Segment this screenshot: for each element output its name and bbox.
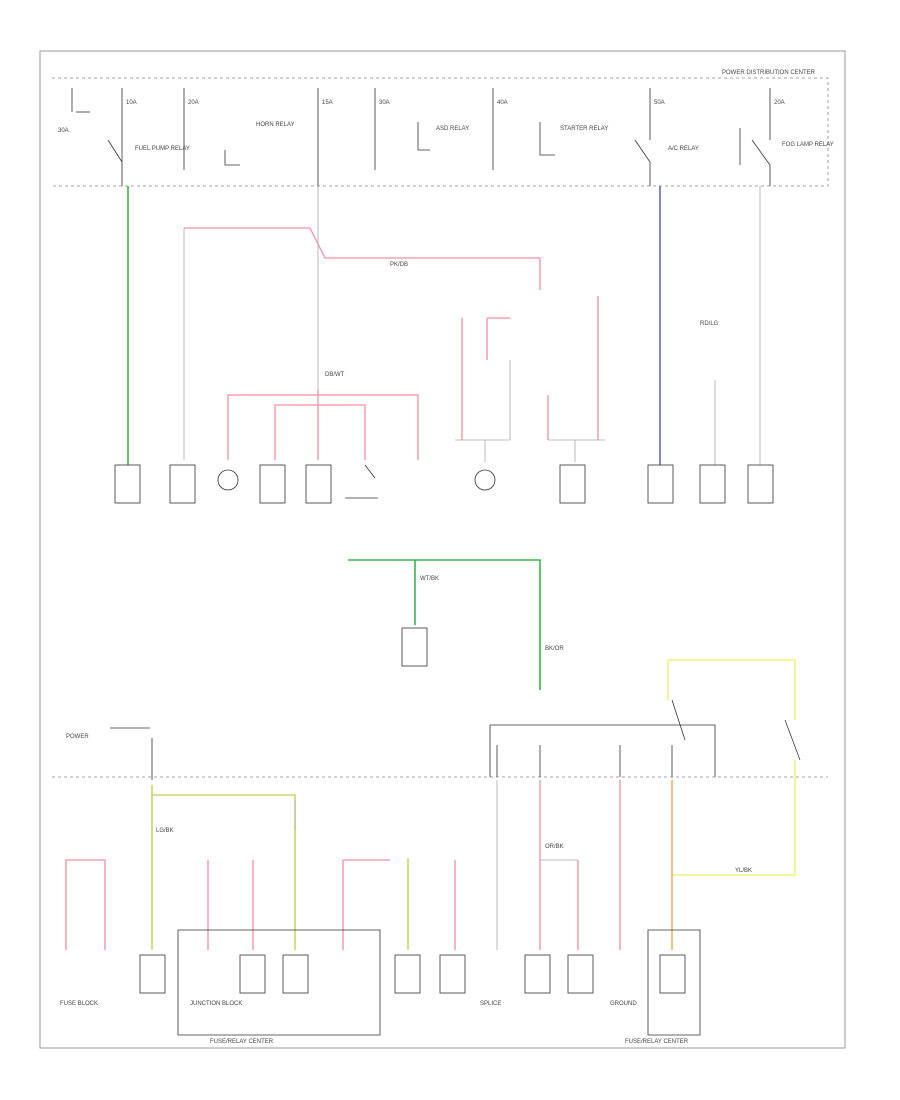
- corner-note-left: POWER: [66, 734, 89, 740]
- wire-yellow-right: [667, 659, 796, 876]
- wire-label-1: PK/DB: [390, 262, 408, 268]
- wire-label-6: YL/BK: [735, 868, 752, 874]
- upper-components: [114, 464, 774, 504]
- wire-pink-top: [184, 227, 541, 290]
- wire-pink-lower: [65, 780, 621, 950]
- top-fuses: [71, 88, 771, 186]
- footer-label-left: FUSE/RELAY CENTER: [210, 1039, 274, 1045]
- wire-label-8: OR/BK: [545, 844, 564, 850]
- footer-label-right: FUSE/RELAY CENTER: [625, 1039, 689, 1045]
- fuse-label-7: 20A: [774, 100, 785, 106]
- wire-label-5: BK/OR: [545, 646, 564, 652]
- wire-green-mid: [348, 559, 541, 690]
- bottom-label-1: FUSE BLOCK: [60, 1001, 98, 1007]
- relay-starter: STARTER RELAY: [560, 126, 608, 132]
- diagram-frame: [39, 50, 846, 1049]
- fuse-label-8: 30A: [58, 128, 69, 134]
- relay-fog: FOG LAMP RELAY: [782, 142, 834, 148]
- fuse-label-6: 50A: [654, 100, 665, 106]
- wire-label-2: DB/WT: [325, 372, 345, 378]
- bottom-label-2: JUNCTION BLOCK: [190, 1001, 242, 1007]
- fuse-label-5: 40A: [497, 100, 508, 106]
- fuse-label-1: 10A: [126, 100, 137, 106]
- fuse-label-2: 20A: [188, 100, 199, 106]
- wire-label-7: LG/BK: [156, 828, 174, 834]
- switch-right: [784, 719, 801, 761]
- bottom-group-right: [647, 929, 701, 1036]
- bottom-label-3: SPLICE: [480, 1001, 501, 1007]
- wire-gray-lower: [294, 780, 578, 950]
- fuse-label-3: 15A: [322, 100, 333, 106]
- mid-component: [401, 627, 428, 667]
- relay-ac: A/C RELAY: [668, 146, 699, 152]
- wire-label-3: RD/LG: [700, 321, 719, 327]
- relay-horn: HORN RELAY: [256, 122, 295, 128]
- wire-pink-branch: [227, 390, 419, 460]
- lower-components: [139, 954, 686, 994]
- relay-fuel-pump: FUEL PUMP RELAY: [135, 146, 190, 152]
- bottom-group-left: [177, 929, 381, 1036]
- wire-pink-mid: [461, 296, 599, 440]
- wire-gray-mid: [455, 360, 716, 465]
- lower-fuse-block: [489, 724, 716, 777]
- wire-label-4: WT/BK: [420, 576, 439, 582]
- pdc-top-box: [52, 77, 829, 187]
- bottom-label-4: GROUND: [610, 1001, 637, 1007]
- fuse-label-4: 30A: [379, 100, 390, 106]
- pdc-header: POWER DISTRIBUTION CENTER: [722, 70, 816, 76]
- wire-gray-center: [183, 186, 319, 460]
- wire-ygreen-lower: [151, 785, 296, 950]
- relay-asd: ASD RELAY: [436, 126, 469, 132]
